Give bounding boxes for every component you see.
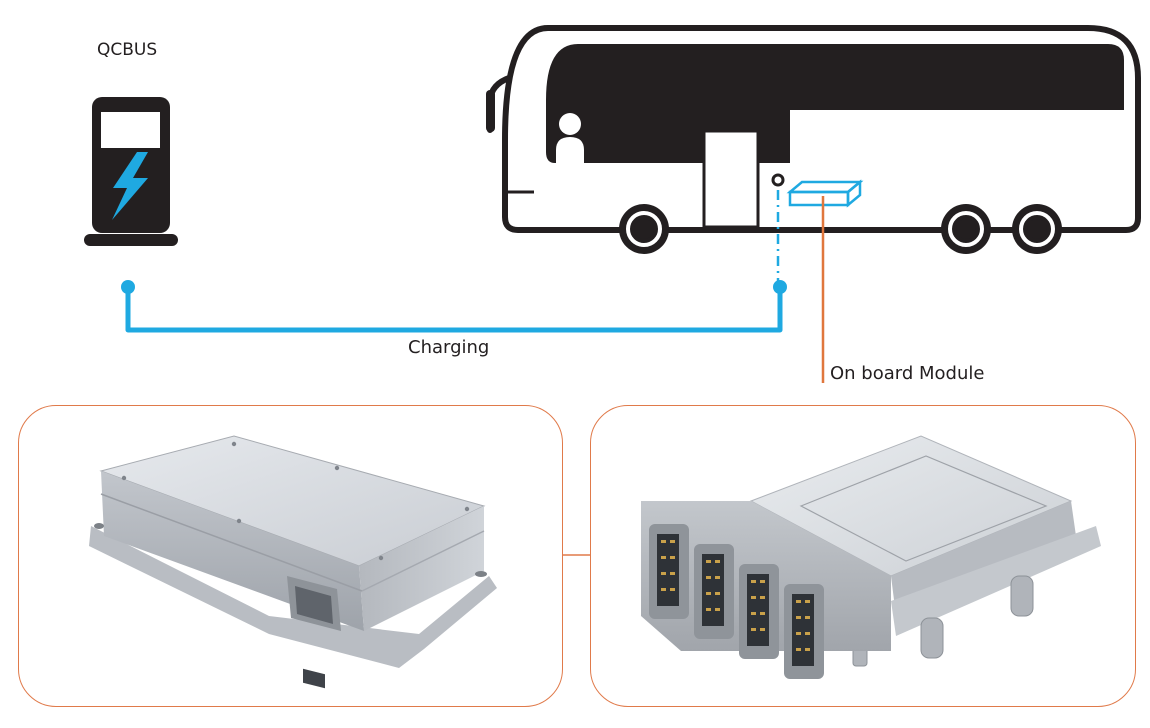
product-panel-enclosure <box>18 405 563 707</box>
charging-line <box>121 190 787 333</box>
station-label: QCBUS <box>97 40 158 60</box>
passenger-icon <box>556 113 584 163</box>
charging-station-icon <box>84 97 178 246</box>
module-label: On board Module <box>830 363 985 384</box>
enclosure-module-image <box>89 435 497 689</box>
bus-icon <box>486 25 1141 254</box>
ecu-module-image <box>641 435 1101 679</box>
module-box-icon <box>786 179 864 208</box>
charging-port <box>771 173 785 187</box>
lightning-bolt-icon <box>112 152 148 220</box>
diagram-canvas <box>84 25 1141 383</box>
charging-label: Charging <box>408 337 490 358</box>
product-panel-ecu <box>590 405 1136 707</box>
